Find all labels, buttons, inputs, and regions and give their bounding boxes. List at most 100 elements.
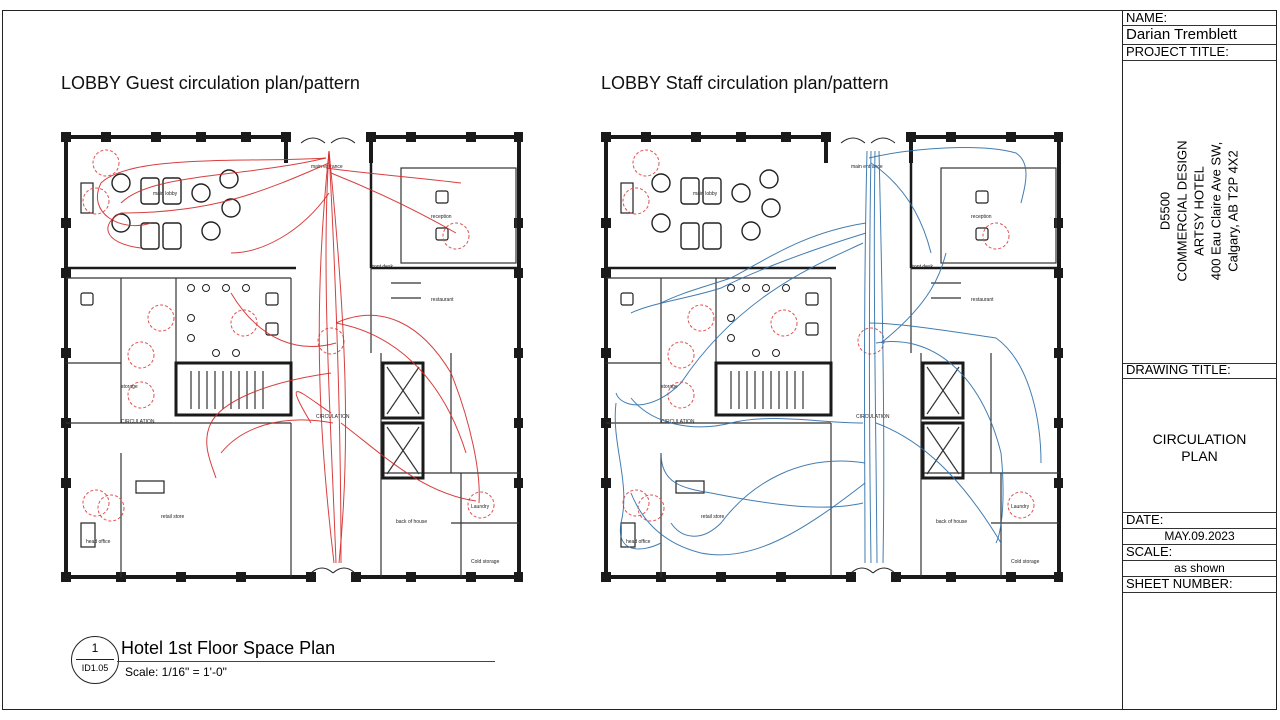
circulation-path — [630, 232, 867, 314]
project-line: Calgary, AB T2P 4X2 — [1225, 150, 1241, 272]
circulation-path — [869, 150, 872, 564]
fixture — [772, 349, 780, 357]
label-front-desk: front desk — [911, 264, 933, 270]
floor-plan-base: main lobby reception restaurant storageCIRC… — [601, 132, 1063, 582]
label-head-office: head office — [626, 539, 651, 545]
circulation-path — [868, 147, 1027, 204]
partition — [926, 426, 960, 475]
scale-value: as shown — [1174, 561, 1225, 575]
chair — [651, 213, 671, 233]
elevator — [381, 421, 425, 480]
project-title-box: D5500 COMMERCIAL DESIGN ARTSY HOTEL 400 … — [1123, 61, 1276, 364]
project-title-label: PROJECT TITLE: — [1126, 44, 1229, 59]
drawing-area: LOBBY Guest circulation plan/pattern LOB… — [3, 11, 1123, 709]
circulation-path — [875, 341, 1004, 544]
circulation-path — [330, 172, 457, 234]
sofa — [702, 177, 722, 205]
title-block: NAME: Darian Tremblett PROJECT TITLE: D5… — [1123, 11, 1276, 709]
circulation-path — [630, 482, 866, 556]
circulation-path — [328, 150, 347, 564]
elevator — [921, 361, 965, 420]
fixture — [727, 334, 735, 342]
clearance-zone — [622, 187, 650, 215]
label-circulation: CIRCULATION — [856, 414, 890, 420]
chair — [805, 322, 819, 336]
label-restaurant: restaurant — [971, 297, 994, 303]
circulation-path — [325, 150, 337, 564]
detail-number: 1 — [91, 641, 99, 655]
label-circulation: CIRCULATION — [316, 414, 350, 420]
project-line: D5500 — [1157, 191, 1173, 231]
label-circulation: CIRCULATION — [121, 419, 155, 425]
fixture — [727, 284, 735, 292]
circulation-path — [880, 252, 947, 344]
circulation-path — [96, 157, 327, 227]
column — [514, 132, 523, 142]
clearance-zone — [622, 489, 650, 517]
reception-room — [400, 167, 517, 264]
column — [641, 132, 651, 142]
stair-core — [174, 361, 293, 417]
drawing-title-label: DRAWING TITLE: — [1126, 362, 1231, 377]
column — [1006, 572, 1016, 582]
column — [846, 572, 856, 582]
desk — [675, 480, 705, 494]
door-swing — [310, 567, 334, 574]
circulation-path — [318, 150, 335, 564]
project-line: 400 Eau Claire Ave SW, — [1208, 141, 1224, 281]
chair — [805, 292, 819, 306]
clearance-zone — [1007, 491, 1035, 519]
door-swing — [840, 137, 866, 144]
chair — [219, 169, 239, 189]
chair — [651, 173, 671, 193]
clearance-zone — [667, 381, 695, 409]
circulation-path — [875, 422, 1002, 544]
staff-floor-plan: main lobby reception restaurant storageCIRC… — [601, 132, 1063, 582]
label-main-lobby: main lobby — [693, 191, 718, 197]
chair — [620, 292, 634, 306]
door-swing — [850, 567, 874, 574]
column — [101, 132, 111, 142]
column — [1054, 132, 1063, 142]
circulation-path — [614, 402, 662, 550]
circulation-path — [107, 162, 330, 249]
chair — [111, 213, 131, 233]
fixture — [752, 349, 760, 357]
column — [306, 572, 316, 582]
clearance-zone — [467, 491, 495, 519]
label-reception: reception — [431, 214, 452, 220]
sofa — [702, 222, 722, 250]
fixture — [242, 284, 250, 292]
scale-label: SCALE: — [1126, 544, 1173, 559]
column — [776, 572, 786, 582]
label-storage: storage — [661, 384, 678, 390]
fixture — [212, 349, 220, 357]
clearance-zone — [637, 494, 665, 522]
door-swing — [870, 137, 896, 144]
fixture — [187, 284, 195, 292]
fixture — [232, 349, 240, 357]
chair — [731, 183, 751, 203]
circulation-path — [335, 314, 480, 504]
column — [946, 572, 956, 582]
column — [601, 132, 611, 142]
column — [366, 132, 376, 142]
column — [821, 132, 831, 142]
label-main-lobby: main lobby — [153, 191, 178, 197]
circulation-path — [660, 222, 867, 304]
clearance-zone — [97, 494, 125, 522]
column — [281, 132, 291, 142]
fixture — [222, 284, 230, 292]
column — [736, 132, 746, 142]
clearance-zone — [82, 489, 110, 517]
label-reception: reception — [971, 214, 992, 220]
chair — [741, 221, 761, 241]
fixture — [727, 314, 735, 322]
door-swing — [330, 137, 356, 144]
circulation-path — [325, 167, 462, 184]
drawing-title-line: CIRCULATION — [1152, 431, 1247, 447]
clearance-zone — [632, 149, 660, 177]
circulation-path — [230, 192, 330, 254]
column — [601, 348, 611, 358]
column — [151, 132, 161, 142]
